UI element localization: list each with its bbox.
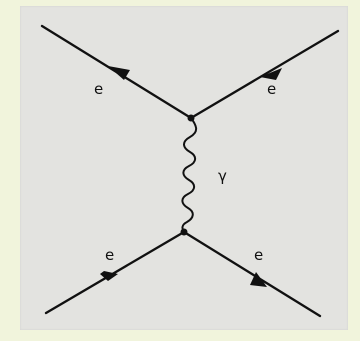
label-photon: γ [218,167,227,185]
arrow-top-right [260,68,282,80]
diagram-background [20,6,348,330]
fermion-line-bottom-left [44,230,186,315]
fermion-line-bottom-right [182,230,322,318]
arrow-top-left [108,66,130,80]
label-bottom-left-e: e [105,246,114,264]
arrow-bottom-right [250,272,267,287]
label-bottom-right-e: e [254,246,263,264]
vertex-top [187,114,195,122]
photon-propagator [181,117,198,233]
label-top-left-e: e [94,80,103,98]
label-top-right-e: e [267,80,276,98]
feynman-diagram: e e γ e e [40,24,340,318]
fermion-line-top-right [189,29,340,120]
vertex-bottom [180,228,188,236]
arrow-bottom-left [100,271,118,281]
